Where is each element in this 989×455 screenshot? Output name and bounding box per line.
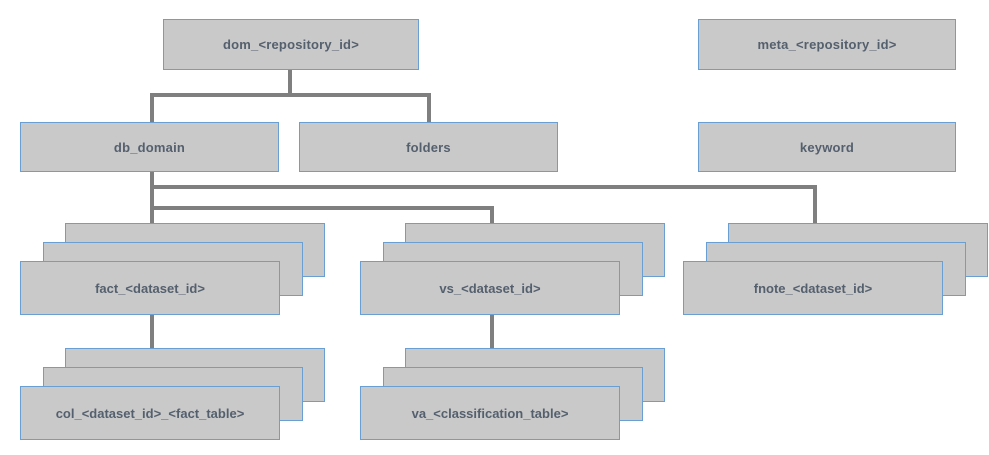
node-fact-dataset-sheet-front[interactable]: fact_<dataset_id> — [20, 261, 280, 315]
node-dom-repository-label: dom_<repository_id> — [222, 37, 359, 52]
node-vs-dataset[interactable]: vs_<dataset_id> — [360, 223, 665, 315]
node-dom-repository[interactable]: dom_<repository_id> — [163, 19, 419, 70]
node-db-domain[interactable]: db_domain — [20, 122, 279, 172]
node-va-classification-table-label: va_<classification_table> — [411, 405, 569, 421]
node-keyword-label: keyword — [799, 139, 855, 155]
node-folders-label: folders — [406, 139, 451, 155]
edge-dom-to-folders — [427, 93, 431, 123]
node-keyword[interactable]: keyword — [698, 122, 956, 172]
node-fnote-dataset-label: fnote_<dataset_id> — [753, 280, 873, 296]
node-fact-dataset-label: fact_<dataset_id> — [95, 280, 205, 296]
node-va-classification-table[interactable]: va_<classification_table> — [360, 348, 665, 440]
node-fact-dataset[interactable]: fact_<dataset_id> — [20, 223, 325, 315]
node-col-dataset-fact-table[interactable]: col_<dataset_id>_<fact_table> — [20, 348, 325, 440]
node-vs-dataset-label: vs_<dataset_id> — [439, 280, 541, 296]
edge-dom-bus — [150, 93, 431, 97]
edge-dom-trunk — [288, 70, 292, 95]
node-col-dataset-fact-table-sheet-front[interactable]: col_<dataset_id>_<fact_table> — [20, 386, 280, 440]
node-meta-repository-label: meta_<repository_id> — [757, 37, 897, 52]
edge-dom-to-db-domain — [150, 93, 154, 123]
node-folders[interactable]: folders — [299, 122, 558, 172]
node-fnote-dataset-sheet-front[interactable]: fnote_<dataset_id> — [683, 261, 943, 315]
edge-db-domain-bus-vs — [150, 206, 494, 210]
node-col-dataset-fact-table-label: col_<dataset_id>_<fact_table> — [55, 405, 245, 421]
node-fnote-dataset[interactable]: fnote_<dataset_id> — [683, 223, 988, 315]
node-meta-repository[interactable]: meta_<repository_id> — [698, 19, 956, 70]
node-vs-dataset-sheet-front[interactable]: vs_<dataset_id> — [360, 261, 620, 315]
edge-db-domain-bus-fnote — [150, 185, 817, 189]
node-va-classification-table-sheet-front[interactable]: va_<classification_table> — [360, 386, 620, 440]
node-db-domain-label: db_domain — [113, 139, 186, 155]
